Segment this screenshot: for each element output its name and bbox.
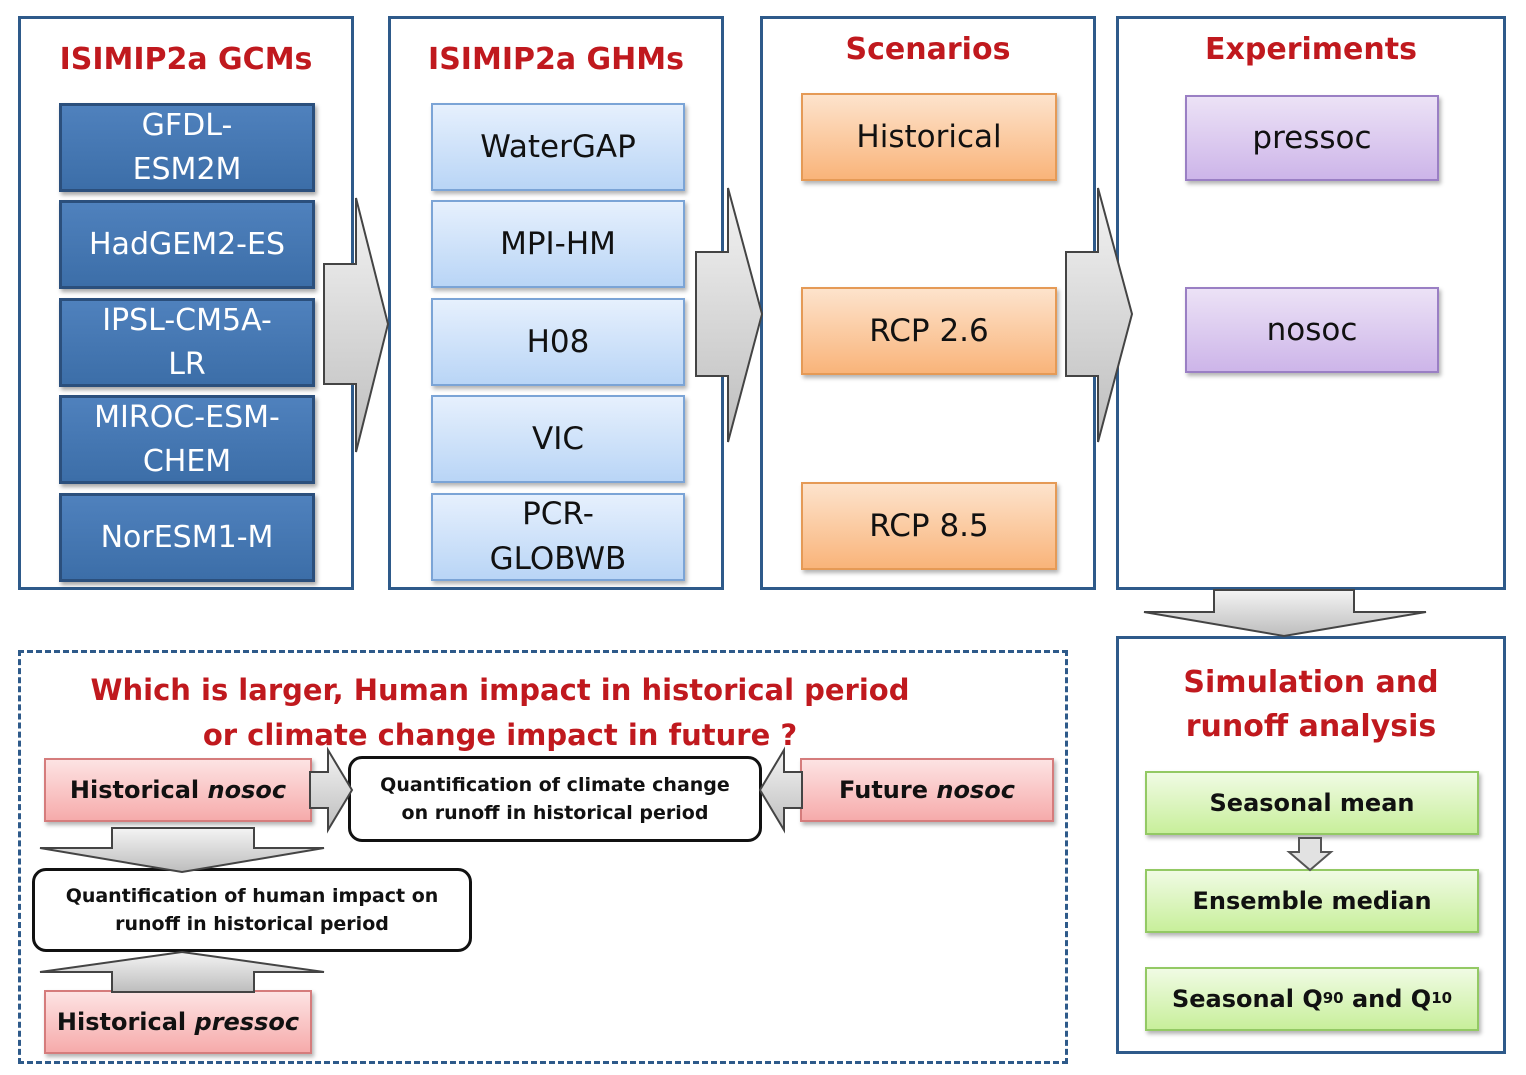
quantile-mid: and Q	[1343, 984, 1432, 1013]
arrow-gcm-to-ghm	[323, 197, 390, 453]
analysis-item-seasonal-mean: Seasonal mean	[1145, 771, 1479, 835]
experiment-item: pressoc	[1185, 95, 1439, 181]
ghm-item: VIC	[431, 395, 685, 483]
gcm-item: NorESM1-M	[59, 493, 315, 582]
analysis-panel: Simulation and runoff analysis Seasonal …	[1116, 636, 1506, 1054]
ghm-item: H08	[431, 298, 685, 386]
ghm-item: PCR- GLOBWB	[431, 493, 685, 581]
quantile-prefix: Seasonal Q	[1171, 984, 1323, 1013]
arrow-future-nosoc-to-climate	[758, 746, 803, 834]
arrow-ghm-to-scenario	[695, 187, 764, 443]
question-line-1: Which is larger, Human impact in histori…	[90, 673, 910, 707]
climate-change-quantification-box: Quantification of climate change on runo…	[348, 756, 762, 842]
scenario-panel-title: Scenarios	[845, 32, 1011, 67]
scenario-item: Historical	[801, 93, 1057, 181]
analysis-item-ensemble-median: Ensemble median	[1145, 869, 1479, 933]
arrow-hist-nosoc-to-climate	[309, 746, 354, 834]
gcm-item: GFDL- ESM2M	[59, 103, 315, 192]
quantile-sub-90: 90	[1322, 989, 1344, 1008]
ghm-item: WaterGAP	[431, 103, 685, 191]
experiment-item: nosoc	[1185, 287, 1439, 373]
historical-pressoc-label: Historical	[56, 1007, 195, 1036]
down-arrow-small	[1286, 837, 1334, 872]
ghm-panel: ISIMIP2a GHMs WaterGAP MPI-HM H08 VIC PC…	[388, 16, 724, 590]
historical-pressoc-box: Historical pressoc	[44, 990, 312, 1054]
ghm-panel-title: ISIMIP2a GHMs	[428, 42, 684, 77]
ghm-item: MPI-HM	[431, 200, 685, 288]
human-impact-quantification-box: Quantification of human impact on runoff…	[32, 868, 472, 952]
gcm-item: MIROC-ESM- CHEM	[59, 395, 315, 484]
arrow-experiment-to-analysis	[1143, 589, 1427, 638]
gcm-panel-title: ISIMIP2a GCMs	[59, 42, 313, 77]
experiment-panel: Experiments pressoc nosoc	[1116, 16, 1506, 590]
historical-pressoc-italic: pressoc	[194, 1007, 300, 1036]
future-nosoc-box: Future nosoc	[800, 758, 1054, 822]
analysis-panel-title: Simulation and runoff analysis	[1183, 665, 1439, 744]
arrow-hist-pressoc-to-human	[39, 950, 325, 993]
arrow-hist-nosoc-to-human	[39, 827, 325, 874]
historical-nosoc-label: Historical	[69, 775, 208, 804]
comparison-region	[18, 650, 1068, 1064]
historical-nosoc-italic: nosoc	[207, 775, 287, 804]
gcm-item: IPSL-CM5A- LR	[59, 298, 315, 387]
scenario-panel: Scenarios Historical RCP 2.6 RCP 8.5	[760, 16, 1096, 590]
gcm-panel: ISIMIP2a GCMs GFDL- ESM2M HadGEM2-ES IPS…	[18, 16, 354, 590]
future-nosoc-italic: nosoc	[936, 775, 1015, 804]
future-nosoc-label: Future	[839, 775, 937, 804]
scenario-item: RCP 8.5	[801, 482, 1057, 570]
arrow-scenario-to-experiment	[1065, 187, 1134, 443]
gcm-item: HadGEM2-ES	[59, 200, 315, 289]
question-line-2: or climate change impact in future ?	[202, 718, 798, 752]
historical-nosoc-box: Historical nosoc	[44, 758, 312, 822]
quantile-sub-10: 10	[1431, 989, 1453, 1008]
scenario-item: RCP 2.6	[801, 287, 1057, 375]
experiment-panel-title: Experiments	[1205, 32, 1417, 67]
